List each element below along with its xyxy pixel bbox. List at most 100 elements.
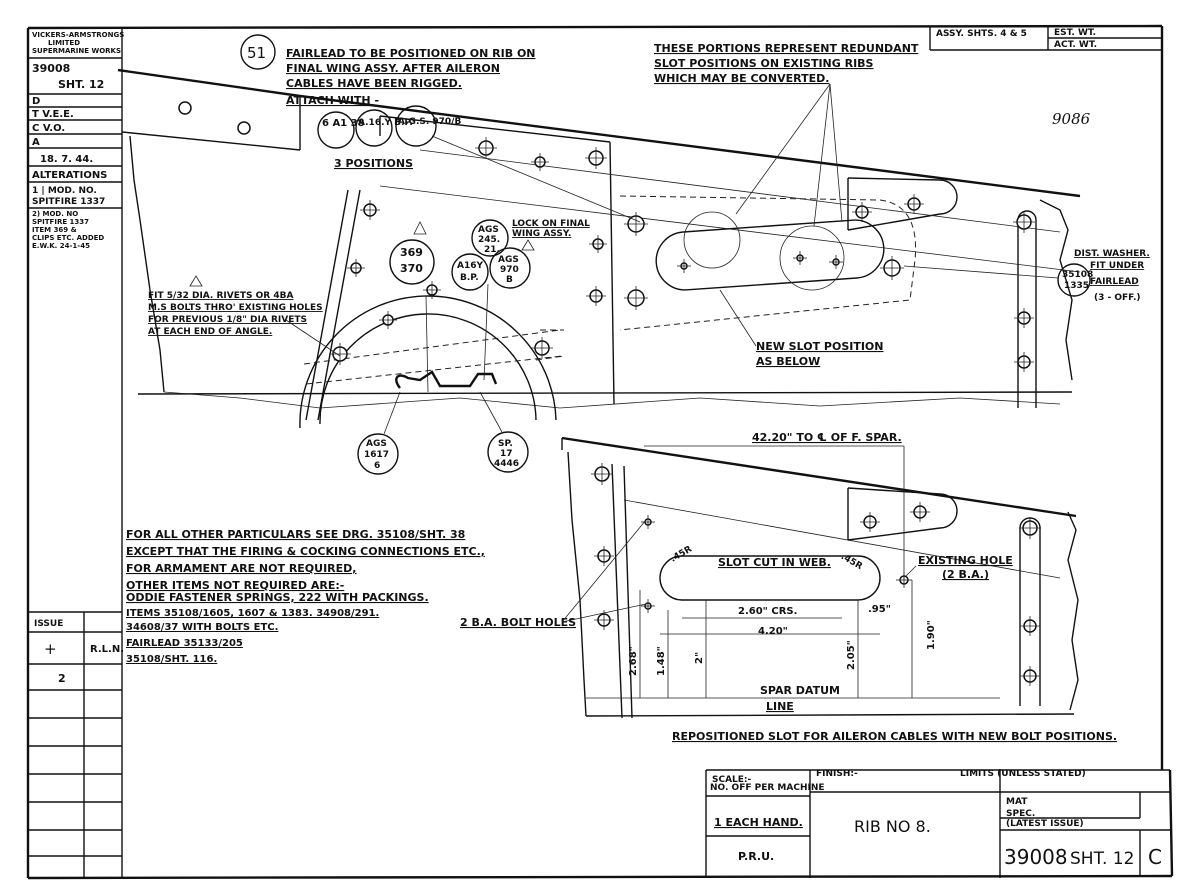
detail-caption: REPOSITIONED SLOT FOR AILERON CABLES WIT… (672, 730, 1117, 743)
rivet-note-line-4: AT EACH END OF ANGLE. (148, 327, 272, 337)
rev-row-d: D (32, 96, 40, 107)
detail-dimensions: 42.20" TO ℄ OF F. SPAR. SLOT CUT IN WEB.… (460, 431, 1117, 743)
lock-note-line-2: WING ASSY. (512, 229, 571, 239)
lock-note-line-1: LOCK ON FINAL (512, 219, 590, 229)
item-a16y: A.16.Y B.P. (358, 118, 413, 128)
act-weight-label: ACT. WT. (1054, 40, 1097, 50)
item-ags-245-c: 21. (484, 245, 500, 255)
issue-initials: R.L.N. (90, 644, 124, 655)
item-35108: 35108 (1062, 270, 1093, 280)
rivet-note: FIT 5/32 DIA. RIVETS OR 4BA M.S BOLTS TH… (148, 275, 341, 357)
assy-sheets: ASSY. SHTS. 4 & 5 (936, 29, 1027, 39)
dim-2-68: 2.68" (628, 646, 639, 676)
spec-latest-issue: (LATEST ISSUE) (1006, 819, 1084, 829)
mat-label: MAT (1006, 797, 1028, 807)
part-title: RIB NO 8. (854, 817, 931, 836)
fairlead-note: 51 FAIRLEAD TO BE POSITIONED ON RIB ON F… (240, 34, 536, 107)
top-right-block: ASSY. SHTS. 4 & 5 EST. WT. ACT. WT. (929, 26, 1162, 51)
rev-row-c: C V.O. (32, 123, 65, 134)
triangle-mark (521, 239, 535, 251)
title-sheet-number: SHT. 12 (1070, 849, 1134, 869)
redundant-note-line-3: WHICH MAY BE CONVERTED. (654, 72, 829, 85)
pru-label: P.R.U. (738, 850, 774, 863)
scale-label: SCALE:- (712, 775, 752, 785)
alteration-2-line-1: 2) MOD. NO (32, 210, 78, 218)
rev-date: 18. 7. 44. (40, 154, 93, 165)
washer-note: DIST. WASHER. FIT UNDER FAIRLEAD (3 - OF… (903, 249, 1150, 303)
issue-label: ISSUE (34, 619, 63, 629)
upper-rib-outline (117, 68, 1081, 429)
particulars-line: ODDIE FASTENER SPRINGS, 222 WITH PACKING… (126, 591, 429, 604)
company-line-3: SUPERMARINE WORKS (32, 47, 121, 55)
dim-2: 2" (694, 652, 705, 664)
upper-fastener-marks (329, 137, 1035, 372)
existing-hole-line-2: (2 B.A.) (942, 568, 989, 581)
item-369: 369 (400, 246, 423, 259)
spar-datum-label: SPAR DATUM (760, 684, 840, 697)
slot-length: 4.20" (758, 626, 788, 637)
attach-balloons: 6 A1 38 A.16.Y B.P. A.G.S. 970/B 3 POSIT… (317, 105, 641, 223)
item-sp17-c: 4446 (494, 459, 519, 469)
issue-row-1: + (44, 640, 57, 658)
radius-left: .45R (669, 544, 694, 564)
item-sp17-a: SP. (498, 439, 513, 449)
item-sp17-b: 17 (500, 449, 513, 459)
dim-95: .95" (868, 604, 891, 615)
particulars-line: FOR ARMAMENT ARE NOT REQUIRED, (126, 562, 356, 575)
particulars-line: ITEMS 35108/1605, 1607 & 1383. 34908/291… (126, 608, 379, 619)
bolt-holes-label: 2 B.A. BOLT HOLES (460, 616, 576, 629)
radius-right: .45R (839, 552, 864, 572)
item-a16y-bp-b: B.P. (460, 273, 479, 283)
fairlead-note-line-2: FINAL WING ASSY. AFTER AILERON (286, 62, 500, 75)
alterations-title: ALTERATIONS (32, 170, 107, 181)
item-ags-1617-b: 1617 (364, 450, 389, 460)
item-6a1: 6 A1 38 (322, 118, 365, 129)
revision-letter: C (1148, 845, 1162, 869)
dim-1-48: 1.48" (656, 646, 667, 676)
stamp-number: 9086 (1052, 110, 1091, 128)
item-ags-245-a: AGS (478, 225, 499, 235)
sheet-border (26, 24, 1174, 880)
rivet-note-line-1: FIT 5/32 DIA. RIVETS OR 4BA (148, 291, 293, 301)
redundant-note-line-2: SLOT POSITIONS ON EXISTING RIBS (654, 57, 874, 70)
alteration-2-line-3: ITEM 369 & (32, 226, 77, 234)
particulars-line: 35108/SHT. 116. (126, 654, 217, 665)
item-ags-970b: A.G.S. 970/B (398, 117, 461, 127)
title-drawing-number: 39008 (1004, 845, 1068, 869)
item-balloon (240, 34, 276, 70)
company-line-1: VICKERS-ARMSTRONGS (32, 31, 124, 39)
balloon-51: 51 (247, 44, 266, 62)
rev-row-t: T V.E.E. (32, 109, 74, 120)
no-off-label: NO. OFF PER MACHINE (710, 783, 825, 793)
sheet-number: SHT. 12 (58, 78, 104, 91)
particulars-line: 34608/37 WITH BOLTS ETC. (126, 622, 278, 633)
rev-row-a: A (32, 137, 40, 148)
item-ags-970-b: 970 (500, 265, 519, 275)
washer-note-line-3: FAIRLEAD (1090, 277, 1139, 287)
redundant-note: THESE PORTIONS REPRESENT REDUNDANT SLOT … (654, 42, 919, 227)
item-balloons-low: AGS 1617 6 SP. 17 4446 (357, 391, 529, 475)
limits-label: LIMITS (UNLESS STATED) (960, 769, 1086, 779)
alteration-2-line-2: SPITFIRE 1337 (32, 218, 89, 226)
particulars-line: EXCEPT THAT THE FIRING & COCKING CONNECT… (126, 545, 485, 558)
each-hand: 1 EACH HAND. (714, 816, 803, 829)
particulars-note: FOR ALL OTHER PARTICULARS SEE DRG. 35108… (126, 528, 485, 665)
item-ags-1617-a: AGS (366, 439, 387, 449)
washer-note-line-2: FIT UNDER (1090, 261, 1144, 271)
item-ags-245-b: 245. (478, 235, 500, 245)
left-info-block: VICKERS-ARMSTRONGS LIMITED SUPERMARINE W… (28, 28, 124, 878)
finish-label: FINISH:- (816, 769, 858, 779)
particulars-line: FOR ALL OTHER PARTICULARS SEE DRG. 35108… (126, 528, 465, 541)
slot-centres: 2.60" CRS. (738, 606, 797, 617)
triangle-mark (189, 275, 203, 287)
fairlead-note-line-1: FAIRLEAD TO BE POSITIONED ON RIB ON (286, 47, 536, 60)
washer-note-line-4: (3 - OFF.) (1094, 293, 1141, 303)
lightening-hole (237, 121, 251, 135)
dim-42-20: 42.20" TO ℄ OF F. SPAR. (752, 431, 902, 444)
spec-label: SPEC. (1006, 809, 1035, 819)
item-a16y-bp-a: A16Y (457, 261, 483, 271)
title-block: SCALE:- FINISH:- LIMITS (UNLESS STATED) … (705, 769, 1170, 878)
new-slot-note: NEW SLOT POSITION AS BELOW (719, 289, 884, 368)
item-1335: 1335 (1064, 281, 1089, 291)
